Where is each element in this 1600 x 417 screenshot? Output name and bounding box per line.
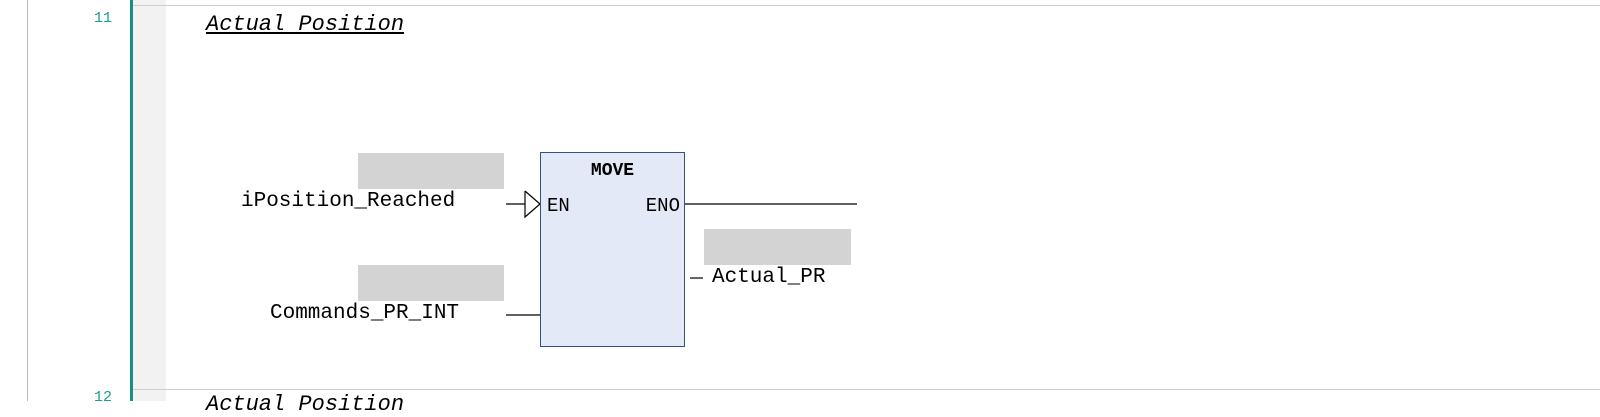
input-placeholder-en[interactable] [358,153,504,189]
network-comment[interactable]: Actual Position [206,12,405,37]
ladder-wires [506,190,857,316]
eno-pin-label: ENO [645,195,680,217]
network-number[interactable]: 11 [94,10,113,27]
input-variable-en[interactable]: iPosition_Reached [241,190,456,213]
network-bottom-separator [133,389,1600,390]
input-placeholder-in[interactable] [358,265,504,301]
network-top-separator [133,5,1600,6]
en-edge-arrow [524,190,541,219]
block-type-label: MOVE [590,161,635,181]
network-margin [133,0,166,401]
next-network-comment[interactable]: Actual Position [206,392,405,417]
network-selection-bar [130,0,133,401]
line-number-gutter [29,0,130,401]
en-pin-label: EN [547,195,570,217]
output-placeholder[interactable] [704,229,851,265]
output-variable[interactable]: Actual_PR [712,266,826,289]
move-function-block[interactable]: MOVE EN ENO [540,152,685,347]
editor-left-border [27,0,28,401]
input-variable-in[interactable]: Commands_PR_INT [270,302,460,325]
next-network-number[interactable]: 12 [94,389,113,406]
